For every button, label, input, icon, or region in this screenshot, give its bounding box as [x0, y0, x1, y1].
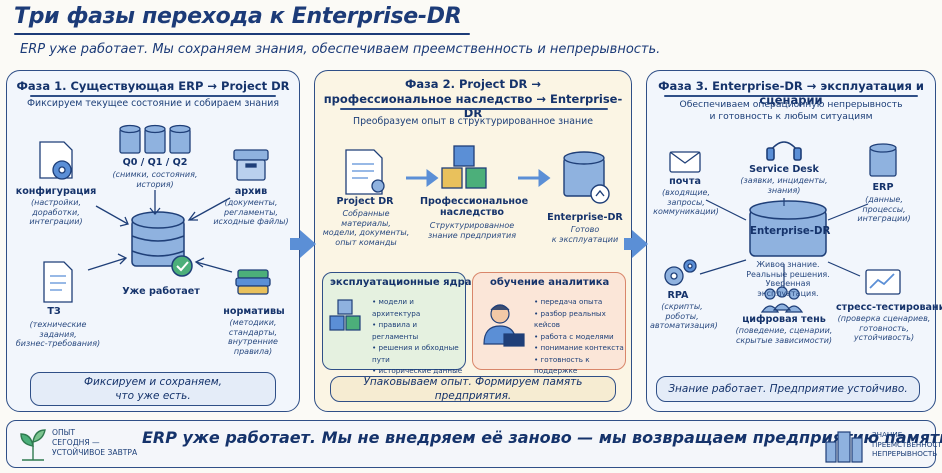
phase-arrow-1-stem [290, 238, 302, 250]
config-gear-icon [39, 141, 73, 180]
training-title: обучение аналитика [490, 277, 610, 288]
bottom-main-text: ERP уже работает. Мы не внедряем её зано… [142, 428, 942, 447]
center-label: Уже работает [122, 286, 200, 297]
bottom-right-text: ЗНАНИЕ ПРЕЕМСТВЕННОСТЬ НЕПРЕРЫВНОСТЬ [872, 430, 942, 458]
enterprise-dr-center-label: Enterprise-DR [750, 226, 831, 237]
project-dr-note: Собранные материалы, модели, документы, … [322, 209, 410, 247]
phase2-title-line1: Фаза 2. Project DR → [404, 77, 542, 91]
enterprise-dr-note: Готово к эксплуатации [551, 225, 619, 244]
heritage-note: Структурированное знание предприятия [427, 221, 517, 240]
phase3-footer: Знание работает. Предприятие устойчиво. [656, 376, 920, 402]
enterprise-dr-center-note: Живое знание. Реальные решения. Уверенна… [746, 260, 830, 298]
bottom-left-text: ОПЫТ СЕГОДНЯ — УСТОЙЧИВОЕ ЗАВТРА [52, 428, 138, 457]
phase1-title-line [30, 95, 276, 97]
erp-database-icon [869, 143, 897, 177]
config-note: (настройки, доработки, интеграции) [29, 198, 83, 226]
stress-chart-icon [865, 269, 901, 295]
analyst-icon [483, 304, 525, 347]
cores-title: эксплуатационные ядра [330, 277, 472, 288]
phase-arrow-1 [300, 230, 316, 258]
q-note: (снимки, состояния, история) [112, 170, 198, 189]
cores-item: исторические данные [372, 365, 464, 377]
rpa-label: RPA [667, 290, 689, 301]
enterprise-dr-center-icon [749, 200, 827, 257]
phase-arrow-2 [632, 230, 648, 258]
database-cluster-icon [119, 124, 191, 154]
phase3-flow-arrows [699, 198, 869, 288]
training-item: работа с моделями [534, 331, 626, 343]
phase-arrow-2-stem [624, 238, 634, 250]
mail-icon [669, 151, 701, 173]
bottom-banner [6, 420, 936, 468]
phase2-title-line2: профессиональное наследство → Enterprise… [323, 92, 623, 120]
city-buildings-icon [825, 431, 863, 463]
training-item: понимание контекста [534, 342, 626, 354]
mail-note: (входящие, запросы, коммуникации) [653, 188, 719, 216]
stress-label: стресс-тестирование [836, 302, 942, 313]
tz-note: (технические задания, бизнес-требования) [15, 320, 101, 348]
phase1-footer: Фиксируем и сохраняем, что уже есть. [30, 372, 276, 406]
project-document-icon [345, 149, 385, 195]
cores-item: модели и архитектура [372, 296, 464, 319]
config-label: конфигурация [15, 186, 97, 197]
books-icon [235, 269, 271, 295]
norm-note: (методики, стандарты, внутренние правила… [228, 318, 278, 356]
shadow-note: (поведение, сценарии, скрытые зависимост… [735, 326, 833, 345]
tz-label: ТЗ [47, 306, 61, 317]
page-title: Три фазы перехода к Enterprise-DR [14, 4, 462, 29]
archive-box-icon [233, 149, 269, 181]
page-subtitle: ERP уже работает. Мы сохраняем знания, о… [20, 42, 661, 57]
cores-cubes-icon [329, 299, 361, 331]
title-underline [14, 33, 470, 35]
training-list: передача опытаразбор реальных кейсоврабо… [534, 296, 626, 377]
servicedesk-label: Service Desk [749, 164, 819, 175]
phase1-title: Фаза 1. Существующая ERP → Project DR [16, 79, 290, 93]
cores-item: решения и обходные пути [372, 342, 464, 365]
enterprise-database-icon [563, 151, 610, 204]
team-icon [760, 286, 804, 313]
phase3-title: Фаза 3. Enterprise-DR → эксплуатация и с… [658, 79, 924, 107]
archive-note: (документы, регламенты, исходные файлы) [213, 198, 289, 226]
document-icon [43, 261, 73, 303]
enterprise-dr-label: Enterprise-DR [547, 212, 623, 223]
rpa-note: (скрипты, роботы, автоматизация) [650, 302, 718, 330]
norm-label: нормативы [223, 306, 285, 317]
phase1-subtitle: Фиксируем текущее состояние и собираем з… [26, 98, 280, 109]
phase2-flow-arrows [406, 169, 551, 187]
phase2-subtitle: Преобразуем опыт в структурированное зна… [353, 116, 593, 127]
mail-label: почта [669, 176, 701, 187]
rpa-gears-icon [664, 259, 697, 286]
sprout-icon [20, 429, 46, 461]
phase2-footer: Упаковываем опыт. Формируем память предп… [330, 376, 616, 402]
project-dr-label: Project DR [336, 196, 394, 207]
training-item: разбор реальных кейсов [534, 308, 626, 331]
q-label: Q0 / Q1 / Q2 [122, 157, 188, 168]
archive-label: архив [234, 186, 268, 197]
cores-item: правила и регламенты [372, 319, 464, 342]
stress-note: (проверка сценариев, готовность, устойчи… [837, 314, 931, 342]
phase3-subtitle: Обеспечиваем операционную непрерывность … [679, 99, 903, 122]
shadow-label: цифровая тень [742, 314, 826, 325]
phase3-title-line [664, 95, 918, 97]
servicedesk-note: (заявки, инциденты, знания) [740, 176, 828, 195]
headset-icon [766, 141, 802, 161]
erp-label: ERP [872, 182, 894, 193]
phase1-flow-arrows [87, 190, 233, 273]
phase2-title-line [340, 108, 608, 110]
cubes-icon [441, 145, 487, 189]
heritage-label: Профессиональное наследство [420, 196, 529, 218]
training-item: готовность к поддержке [534, 354, 626, 377]
central-database-icon [131, 211, 193, 277]
training-item: передача опыта [534, 296, 626, 308]
erp-note: (данные, процессы, интеграции) [857, 195, 911, 223]
